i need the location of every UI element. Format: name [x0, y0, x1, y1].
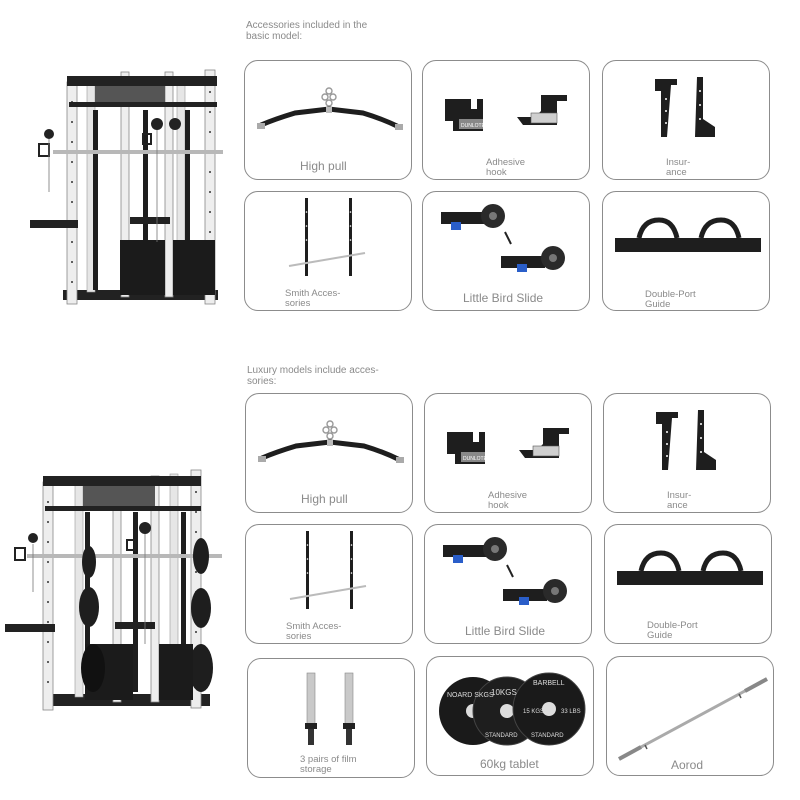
lat-bar-icon — [258, 420, 404, 463]
item-label: Little Bird Slide — [465, 624, 546, 638]
item-label: Insur-ance — [667, 490, 692, 511]
dip-bar-icon — [615, 217, 761, 252]
card-insurance-luxury: Insur-ance — [603, 393, 771, 513]
plate-post-icon — [305, 672, 355, 745]
item-label: Smith Acces-sories — [285, 288, 341, 309]
item-label: 3 pairs of film storage — [300, 754, 357, 775]
pulley-icon — [443, 537, 567, 605]
plate-text-3b: 15 KGS — [523, 709, 544, 715]
plate-text-2b: STANDARD — [485, 733, 518, 739]
pulley-icon — [441, 204, 565, 272]
card-little-bird-slide: Little Bird Slide — [422, 191, 590, 311]
safety-arm-icon — [655, 77, 715, 137]
hook-brand-text: DUNLOTE — [461, 123, 486, 129]
smith-bar-icon — [288, 198, 366, 276]
card-high-pull: High pull — [244, 60, 412, 180]
safety-arm-icon — [656, 410, 716, 470]
hook-brand-text: DUNLOTE — [463, 456, 488, 462]
barbell-icon — [618, 677, 768, 761]
weight-plates-icon: NOARD SKGS 10KGS STANDARD BARBELL 15 KGS… — [439, 672, 586, 746]
section-heading-luxury: Luxury models include acces-sories: — [247, 365, 379, 387]
item-label: Little Bird Slide — [463, 291, 544, 305]
item-label: Insur-ance — [666, 157, 691, 178]
plate-text-3d: STANDARD — [531, 733, 564, 739]
plate-text-2a: 10KGS — [491, 688, 517, 697]
smith-bar-icon — [289, 531, 367, 609]
j-hook-icon: DUNLOTE — [447, 428, 569, 464]
item-label: High pull — [301, 492, 348, 506]
smith-machine-luxury-image — [5, 469, 222, 711]
plate-text-1: NOARD SKGS — [447, 692, 494, 699]
item-label: 60kg tablet — [480, 757, 539, 771]
card-60kg-tablet: NOARD SKGS 10KGS STANDARD BARBELL 15 KGS… — [426, 656, 594, 776]
card-smith-accessories: Smith Acces-sories — [244, 191, 412, 311]
card-adhesive-hook-luxury: DUNLOTE Adhesive hook — [424, 393, 592, 513]
card-adhesive-hook: DUNLOTE Adhesive hook — [422, 60, 590, 180]
card-film-storage: 3 pairs of film storage — [247, 658, 415, 778]
item-label: Smith Acces-sories — [286, 621, 342, 642]
item-label: Double-Port Guide — [645, 289, 696, 310]
card-little-bird-slide-luxury: Little Bird Slide — [424, 524, 592, 644]
card-smith-accessories-luxury: Smith Acces-sories — [245, 524, 413, 644]
item-label: High pull — [300, 159, 347, 173]
item-label: Adhesive hook — [488, 490, 528, 511]
j-hook-icon: DUNLOTE — [445, 95, 567, 131]
lat-bar-icon — [257, 87, 403, 130]
plate-text-3a: BARBELL — [533, 680, 565, 687]
section-heading-basic: Accessories included in the basic model: — [246, 20, 368, 42]
item-label: Double-Port Guide — [647, 620, 698, 641]
card-double-port-guide-luxury: Double-Port Guide — [604, 524, 772, 644]
dip-bar-icon — [617, 550, 763, 585]
card-double-port-guide: Double-Port Guide — [602, 191, 770, 311]
card-aorod: Aorod — [606, 656, 774, 776]
item-label: Aorod — [671, 758, 704, 772]
smith-machine-basic-image — [30, 69, 223, 305]
card-insurance: Insur-ance — [602, 60, 770, 180]
plate-text-3c: 33 LBS — [561, 709, 581, 715]
item-label: Adhesive hook — [486, 157, 526, 178]
card-high-pull-luxury: High pull — [245, 393, 413, 513]
